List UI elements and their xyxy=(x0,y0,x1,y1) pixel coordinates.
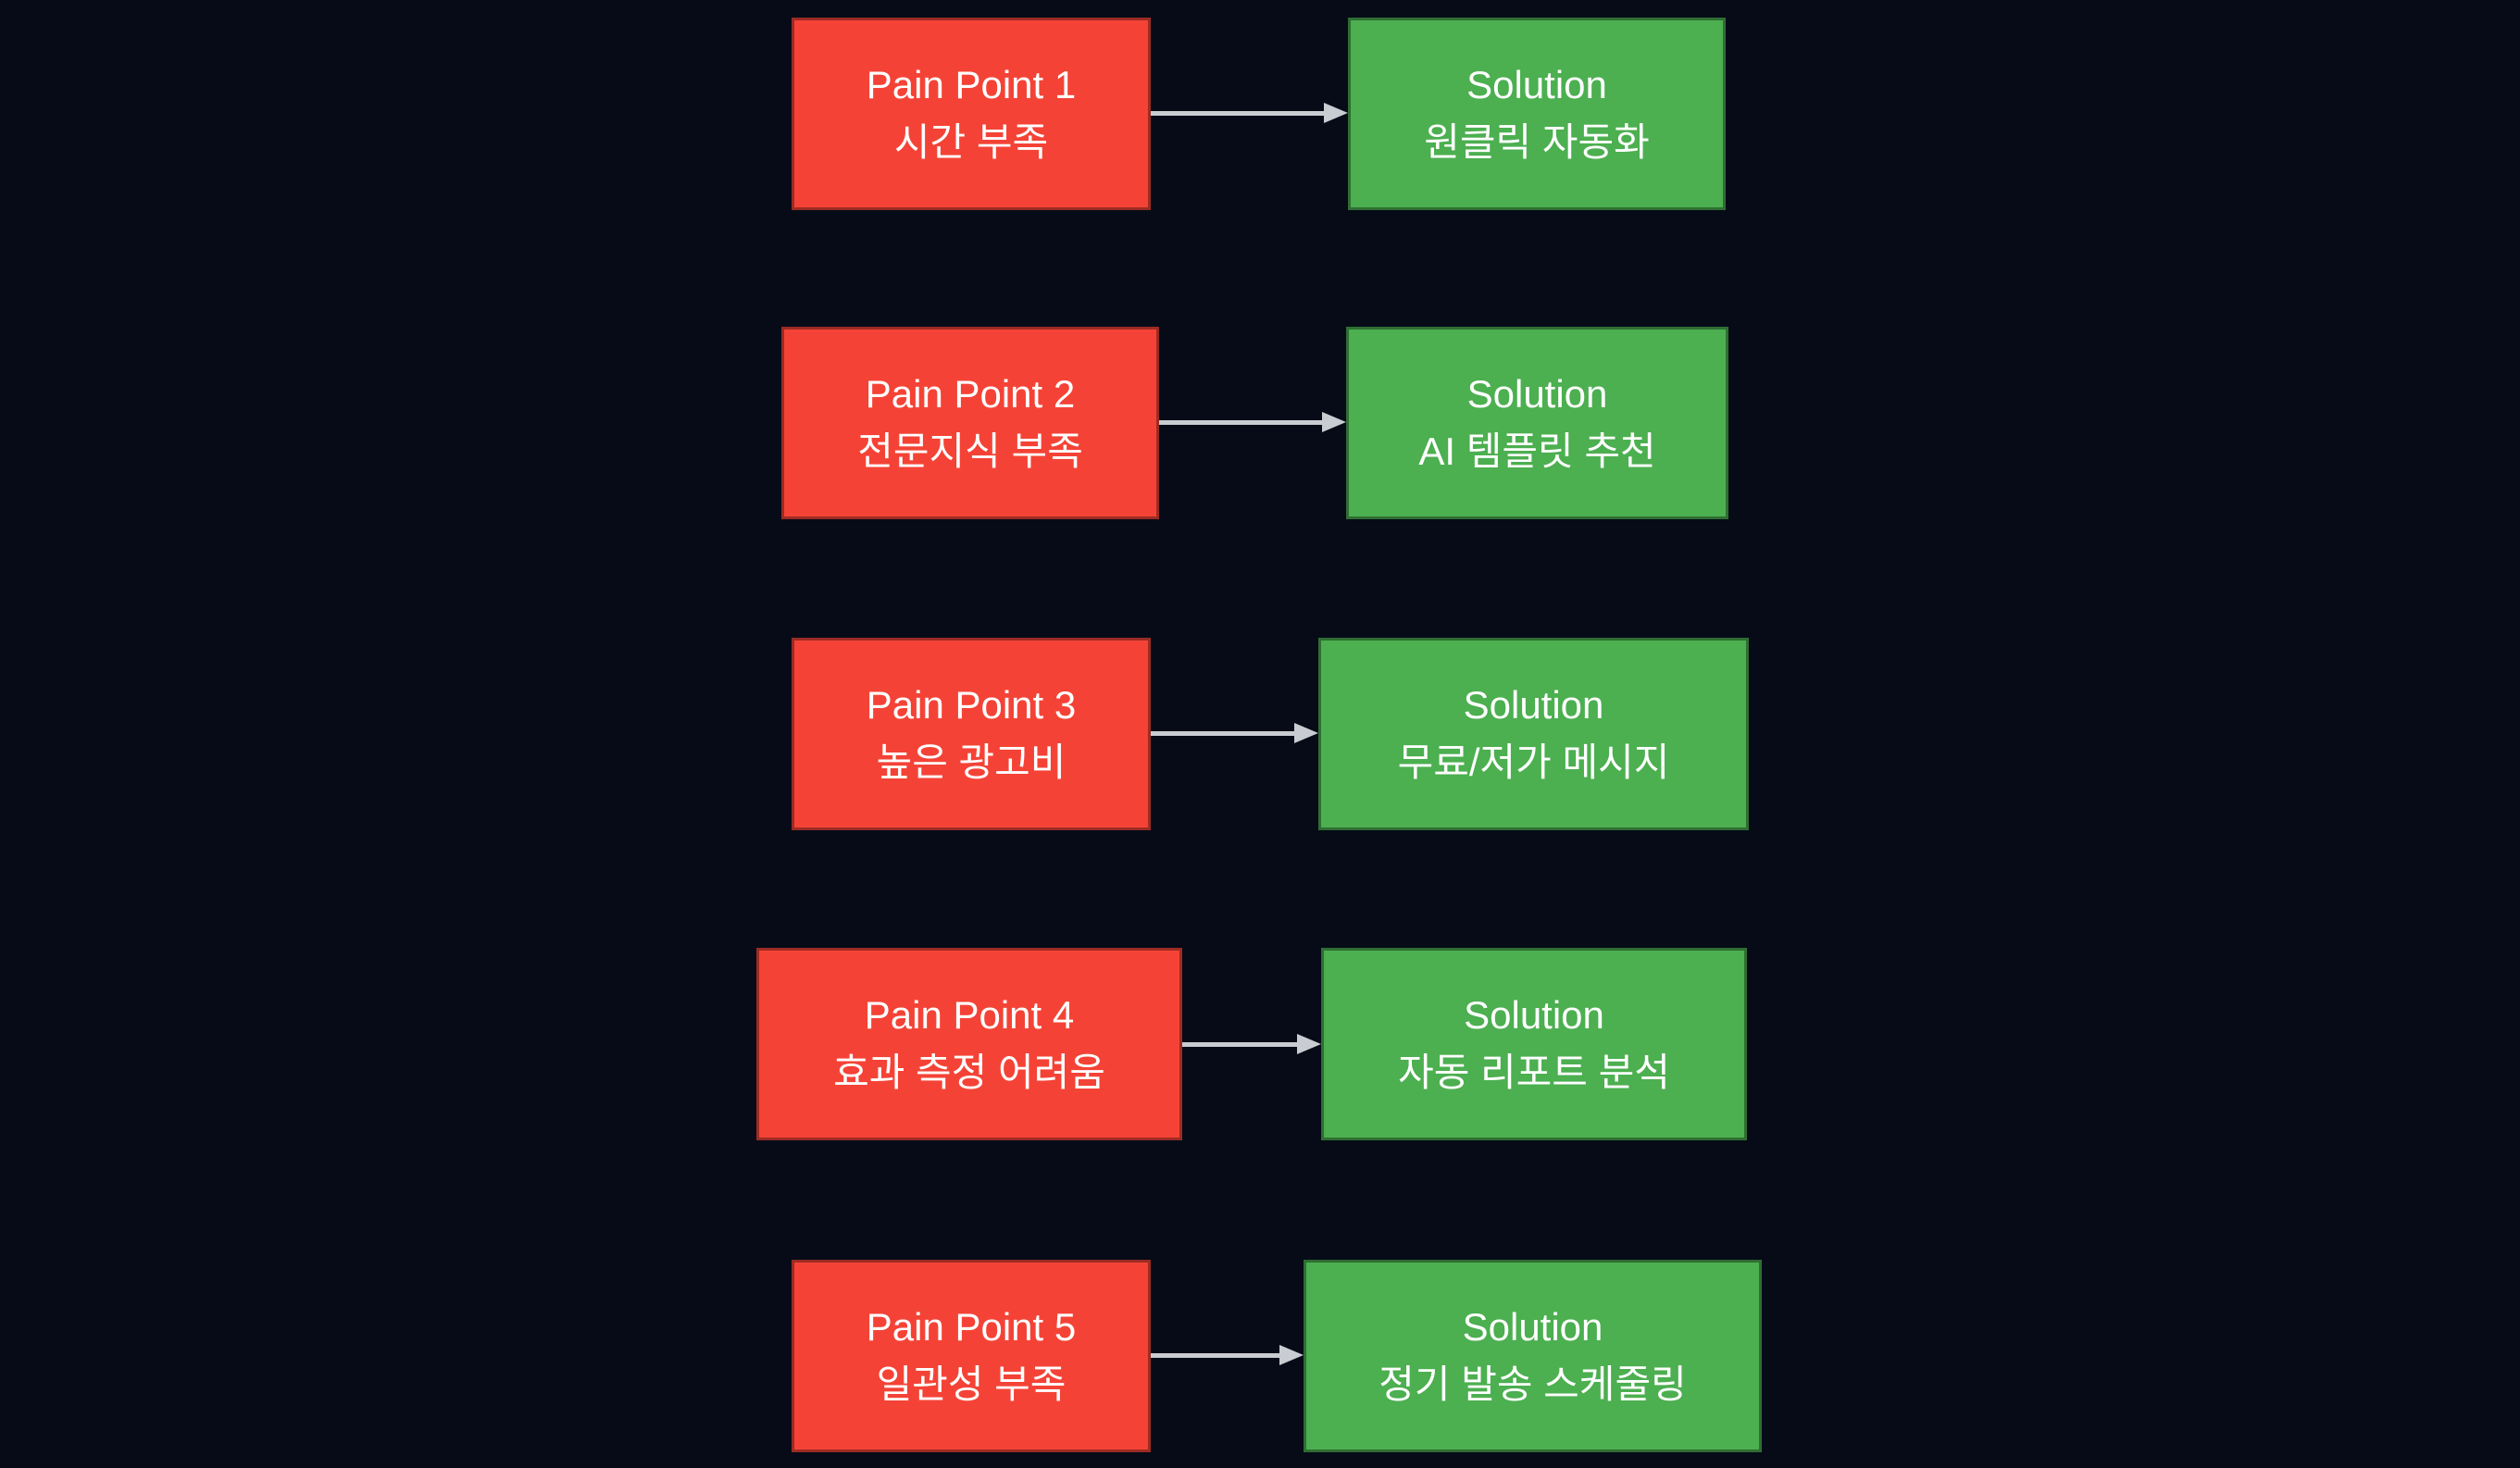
flow-arrow-line xyxy=(1159,420,1322,425)
arrow-head-icon xyxy=(1279,1345,1304,1365)
solution-title: Solution xyxy=(1464,993,1604,1037)
pain-point-subtitle: 시간 부족 xyxy=(893,120,1049,164)
pain-point-subtitle: 전문지식 부족 xyxy=(857,429,1083,473)
solution-subtitle: 정기 발송 스케줄링 xyxy=(1379,1362,1687,1406)
solution-title: Solution xyxy=(1462,1305,1603,1349)
pain-point-title: Pain Point 4 xyxy=(864,993,1075,1037)
pain-point-title: Pain Point 5 xyxy=(866,1305,1077,1349)
arrow-head-icon xyxy=(1294,723,1318,743)
flow-arrow-line xyxy=(1151,1353,1279,1358)
pain-point-subtitle: 일관성 부족 xyxy=(876,1362,1067,1406)
pain-point-subtitle: 효과 측정 어려움 xyxy=(833,1051,1105,1094)
solution-box: Solution 무료/저가 메시지 xyxy=(1318,638,1749,830)
arrow-head-icon xyxy=(1322,412,1346,432)
pain-point-box: Pain Point 4 효과 측정 어려움 xyxy=(756,948,1182,1140)
solution-box: Solution 자동 리포트 분석 xyxy=(1321,948,1747,1140)
flow-arrow-line xyxy=(1151,111,1326,116)
solution-subtitle: AI 템플릿 추천 xyxy=(1418,429,1656,473)
solution-subtitle: 원클릭 자동화 xyxy=(1424,120,1650,164)
solution-subtitle: 자동 리포트 분석 xyxy=(1398,1051,1670,1094)
solution-title: Solution xyxy=(1466,63,1607,106)
pain-point-title: Pain Point 1 xyxy=(866,63,1077,106)
flow-arrow-line xyxy=(1182,1042,1297,1047)
solution-box: Solution 원클릭 자동화 xyxy=(1348,18,1726,210)
pain-point-box: Pain Point 1 시간 부족 xyxy=(792,18,1151,210)
solution-box: Solution 정기 발송 스케줄링 xyxy=(1304,1260,1762,1452)
pain-point-box: Pain Point 5 일관성 부족 xyxy=(792,1260,1151,1452)
solution-box: Solution AI 템플릿 추천 xyxy=(1346,327,1728,519)
arrow-head-icon xyxy=(1297,1034,1321,1054)
solution-title: Solution xyxy=(1463,683,1604,727)
pain-point-box: Pain Point 3 높은 광고비 xyxy=(792,638,1151,830)
solution-subtitle: 무료/저가 메시지 xyxy=(1397,740,1670,784)
arrow-head-icon xyxy=(1324,103,1348,123)
pain-point-subtitle: 높은 광고비 xyxy=(876,740,1067,784)
pain-point-title: Pain Point 3 xyxy=(866,683,1077,727)
solution-title: Solution xyxy=(1466,372,1608,416)
pain-point-title: Pain Point 2 xyxy=(865,372,1076,416)
pain-point-box: Pain Point 2 전문지식 부족 xyxy=(781,327,1159,519)
flow-arrow-line xyxy=(1151,731,1294,736)
